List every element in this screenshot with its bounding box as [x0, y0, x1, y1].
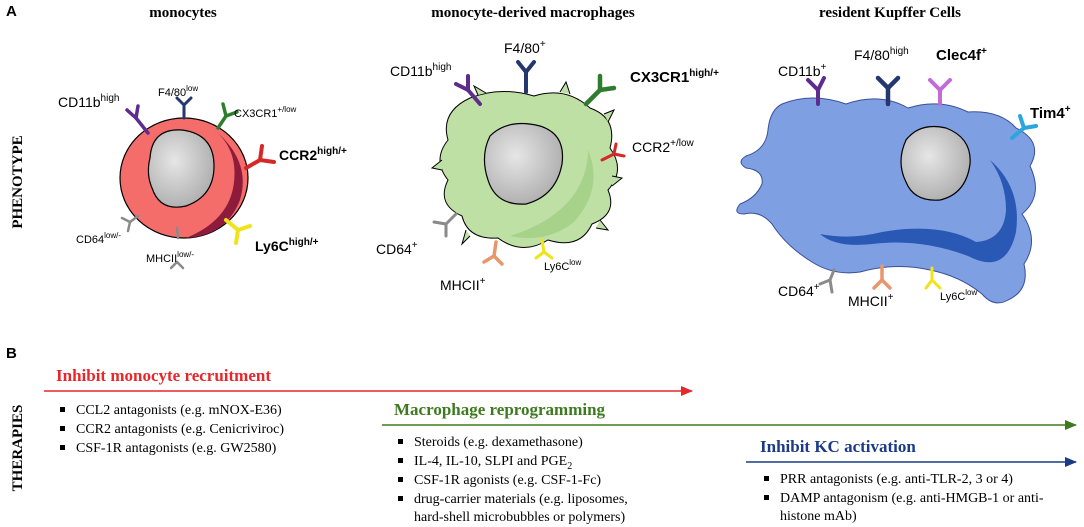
- inhibit-kc-heading: Inhibit KC activation: [760, 437, 916, 456]
- list-item: CCR2 antagonists (e.g. Cenicriviroc): [60, 422, 284, 437]
- mac-f480-label: F4/80+: [504, 39, 546, 56]
- therapies-label: THERAPIES: [10, 405, 26, 492]
- cd64-receptor: [120, 214, 140, 233]
- svg-text:CCL2 antagonists (e.g. mNOX-E3: CCL2 antagonists (e.g. mNOX-E36): [76, 403, 282, 418]
- kc-cd11b-label: CD11b+: [778, 62, 827, 79]
- mono-cd11b-label: CD11bhigh: [58, 93, 119, 110]
- kc-clec4f-label: Clec4f+: [936, 46, 987, 64]
- mac-ly6c-label: Ly6Clow: [544, 258, 582, 273]
- ly6c-receptor: [224, 218, 252, 245]
- mono-ccr2-label: CCR2high/+: [279, 146, 347, 163]
- mac-cd11b-label: CD11bhigh: [390, 62, 451, 79]
- recruitment-list: CCL2 antagonists (e.g. mNOX-E36) CCR2 an…: [60, 403, 284, 456]
- svg-text:drug-carrier materials (e.g. l: drug-carrier materials (e.g. liposomes,: [414, 492, 628, 507]
- list-item-continuation: histone mAb): [780, 509, 857, 524]
- list-item: Steroids (e.g. dexamethasone): [398, 435, 583, 450]
- mono-ly6c-label: Ly6Chigh/+: [255, 237, 319, 254]
- svg-text:histone mAb): histone mAb): [780, 509, 857, 524]
- kc-cd64-label: CD64+: [778, 282, 820, 299]
- list-item: IL-4, IL-10, SLPI and PGE2: [398, 454, 572, 472]
- macrophage-cell: [430, 60, 626, 266]
- macrophages-title: monocyte-derived macrophages: [431, 5, 635, 21]
- mac-mhcii-label: MHCII+: [440, 276, 486, 293]
- cd11b-receptor: [806, 76, 826, 106]
- panel-a-letter: A: [6, 3, 17, 20]
- cd11b-receptor: [125, 104, 150, 135]
- kc-tim4-label: Tim4+: [1030, 104, 1071, 122]
- mhcii-receptor: [169, 226, 185, 270]
- f480-receptor: [516, 60, 536, 94]
- mac-ccr2-label: CCR2+/low: [632, 138, 695, 155]
- kc-mhcii-label: MHCII+: [848, 292, 894, 309]
- svg-text:DAMP antagonism (e.g. anti-HMG: DAMP antagonism (e.g. anti-HMGB-1 or ant…: [780, 491, 1044, 506]
- kupffer-title: resident Kupffer Cells: [819, 5, 961, 21]
- svg-text:hard-shell microbubbles or pol: hard-shell microbubbles or polymers): [414, 510, 625, 525]
- svg-text:CCR2 antagonists (e.g. Cenicri: CCR2 antagonists (e.g. Cenicriviroc): [76, 422, 284, 437]
- cx3cr1-receptor: [216, 102, 239, 130]
- f480-receptor: [875, 75, 901, 107]
- mono-f480-label: F4/80low: [158, 84, 198, 99]
- list-item: PRR antagonists (e.g. anti-TLR-2, 3 or 4…: [764, 472, 1013, 487]
- tim4-receptor: [1010, 114, 1038, 140]
- mhcii-receptor: [872, 264, 892, 290]
- reprogramming-heading: Macrophage reprogramming: [394, 400, 606, 419]
- ly6c-receptor: [924, 266, 942, 290]
- cd11b-receptor: [454, 74, 482, 106]
- list-item: CCL2 antagonists (e.g. mNOX-E36): [60, 403, 282, 418]
- reprogramming-list: Steroids (e.g. dexamethasone) IL-4, IL-1…: [398, 435, 628, 525]
- svg-text:Steroids (e.g. dexamethasone): Steroids (e.g. dexamethasone): [414, 435, 583, 450]
- monocyte-cell: [119, 96, 276, 270]
- inhibit-recruitment-heading: Inhibit monocyte recruitment: [56, 366, 271, 385]
- cx3cr1-receptor: [583, 73, 617, 107]
- monocytes-title: monocytes: [149, 5, 217, 21]
- svg-text:CSF-1R agonists (e.g. CSF-1-Fc: CSF-1R agonists (e.g. CSF-1-Fc): [414, 473, 601, 488]
- phenotype-label: PHENOTYPE: [10, 135, 26, 228]
- kc-list: PRR antagonists (e.g. anti-TLR-2, 3 or 4…: [764, 472, 1044, 524]
- list-item: DAMP antagonism (e.g. anti-HMGB-1 or ant…: [764, 491, 1044, 506]
- kupffer-cell: [736, 75, 1038, 304]
- mhcii-receptor: [482, 240, 504, 266]
- svg-text:IL-4, IL-10, SLPI and PGE2: IL-4, IL-10, SLPI and PGE2: [414, 454, 572, 472]
- mono-cd64-label: CD64low/-: [76, 231, 121, 246]
- monocyte-nucleus: [147, 129, 215, 208]
- macrophage-nucleus: [483, 123, 564, 205]
- cd64-receptor: [432, 212, 458, 238]
- kc-f480-label: F4/80high: [854, 46, 909, 63]
- list-item: drug-carrier materials (e.g. liposomes,: [398, 492, 628, 507]
- mac-cx3cr1-label: CX3CR1high/+: [630, 68, 719, 86]
- list-item-continuation: hard-shell microbubbles or polymers): [414, 510, 625, 525]
- cd64-receptor: [818, 268, 836, 294]
- f480-receptor: [175, 96, 193, 120]
- ccr2-receptor: [244, 144, 276, 170]
- kupffer-nucleus: [900, 125, 971, 201]
- mac-cd64-label: CD64+: [376, 240, 418, 257]
- kc-ly6c-label: Ly6Clow: [940, 288, 978, 303]
- ccr2-receptor: [600, 142, 626, 162]
- mono-mhcii-label: MHCIIlow/-: [146, 250, 194, 265]
- svg-text:CSF-1R antagonists (e.g. GW258: CSF-1R antagonists (e.g. GW2580): [76, 441, 277, 456]
- list-item: CSF-1R agonists (e.g. CSF-1-Fc): [398, 473, 601, 488]
- panel-b-letter: B: [6, 345, 17, 362]
- clec4f-receptor: [928, 78, 952, 106]
- svg-text:PRR antagonists (e.g. anti-TLR: PRR antagonists (e.g. anti-TLR-2, 3 or 4…: [780, 472, 1013, 487]
- mono-cx3cr1-label: CX3CR1+/low: [234, 105, 297, 120]
- list-item: CSF-1R antagonists (e.g. GW2580): [60, 441, 277, 456]
- ly6c-receptor: [534, 238, 554, 260]
